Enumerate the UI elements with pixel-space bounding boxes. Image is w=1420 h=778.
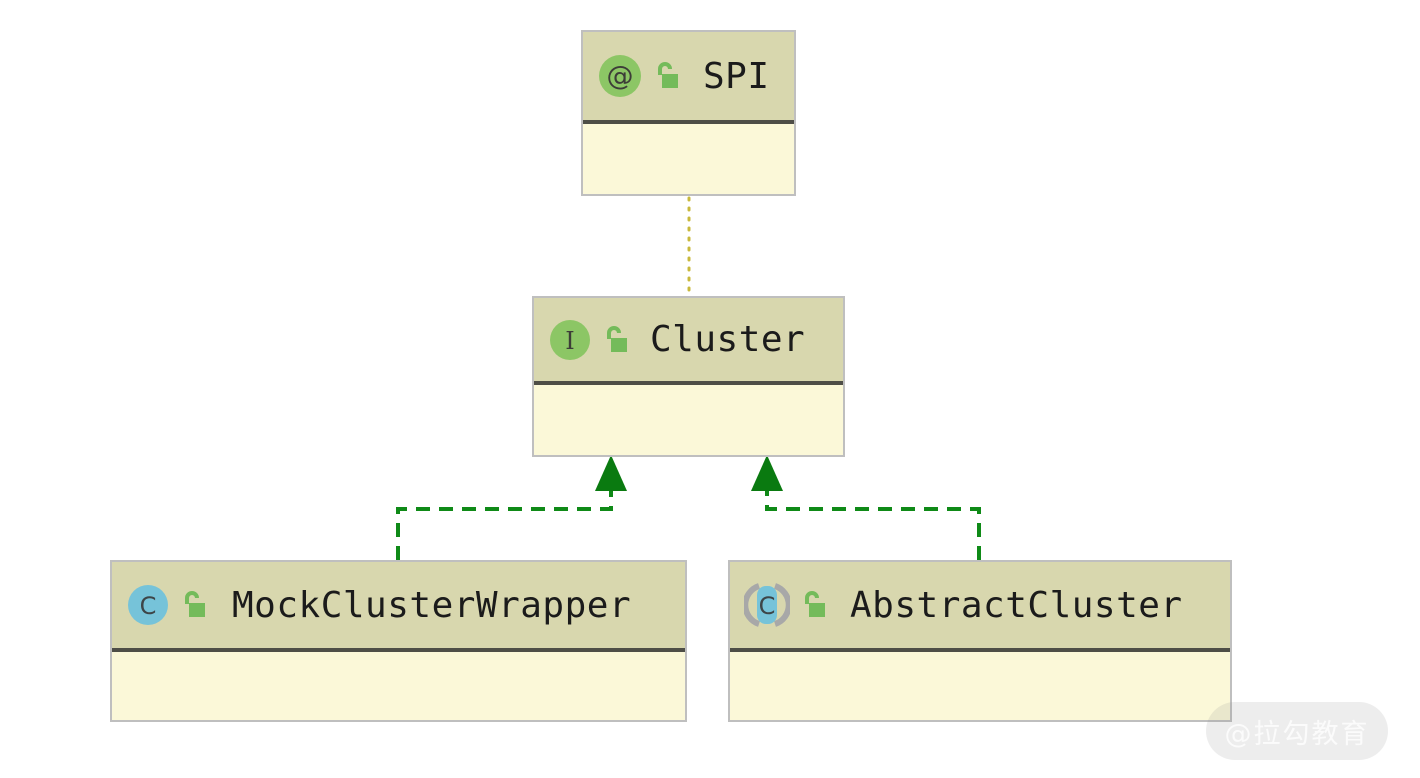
realization-arrowhead-left — [595, 455, 627, 491]
uml-node-cluster[interactable]: I Cluster — [532, 296, 845, 457]
edge-abstractcluster-to-cluster — [751, 455, 981, 560]
watermark-text: @拉勾教育 — [1224, 718, 1370, 750]
uml-node-mockclusterwrapper-header: C MockClusterWrapper — [112, 562, 685, 652]
unlocked-padlock-icon — [600, 324, 630, 356]
uml-node-cluster-members — [534, 385, 843, 455]
class-c-icon: C — [126, 583, 170, 627]
uml-node-mockclusterwrapper[interactable]: C MockClusterWrapper — [110, 560, 687, 722]
watermark-badge: @拉勾教育 — [1206, 702, 1388, 760]
svg-text:I: I — [565, 327, 574, 355]
uml-node-cluster-title: Cluster — [650, 319, 806, 360]
uml-node-spi-header: @ SPI — [583, 32, 794, 124]
uml-node-mockclusterwrapper-title: MockClusterWrapper — [232, 584, 632, 626]
abstract-class-c-icon: C — [744, 582, 790, 628]
interface-i-icon: I — [548, 318, 592, 362]
svg-text:C: C — [759, 592, 776, 620]
uml-node-abstractcluster[interactable]: C AbstractCluster — [728, 560, 1232, 722]
realization-arrowhead-right — [751, 455, 783, 491]
uml-node-abstractcluster-title: AbstractCluster — [850, 584, 1183, 626]
unlocked-padlock-icon — [798, 589, 828, 621]
uml-node-spi-title: SPI — [703, 55, 770, 97]
uml-node-spi-members — [583, 124, 794, 194]
annotation-at-icon: @ — [597, 53, 643, 99]
edge-mockclusterwrapper-to-cluster — [396, 455, 627, 560]
uml-node-abstractcluster-members — [730, 652, 1230, 720]
unlocked-padlock-icon — [651, 60, 681, 92]
uml-node-cluster-header: I Cluster — [534, 298, 843, 385]
unlocked-padlock-icon — [178, 589, 208, 621]
svg-text:@: @ — [607, 61, 634, 92]
svg-text:C: C — [140, 592, 157, 620]
uml-node-mockclusterwrapper-members — [112, 652, 685, 720]
uml-node-abstractcluster-header: C AbstractCluster — [730, 562, 1230, 652]
uml-node-spi[interactable]: @ SPI — [581, 30, 796, 196]
